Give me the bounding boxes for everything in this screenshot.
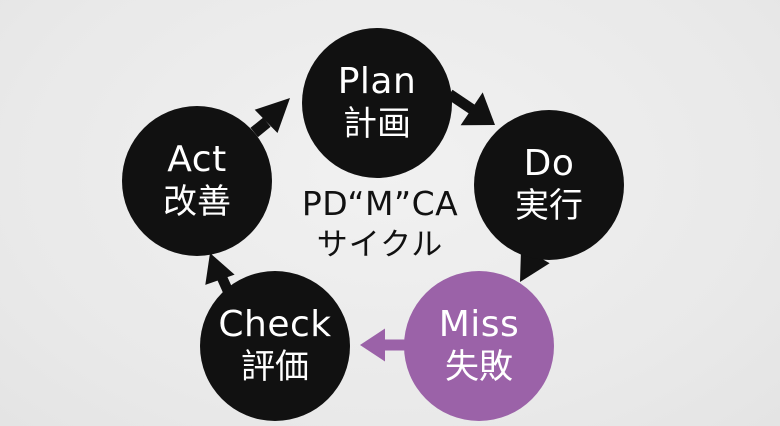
node-check-label-ja: 評価 xyxy=(241,347,309,387)
node-plan-label-ja: 計画 xyxy=(343,104,411,144)
node-plan: Plan 計画 xyxy=(302,28,452,178)
node-plan-label-en: Plan xyxy=(337,61,417,102)
cycle-title: PD“M”CA サイクル xyxy=(270,184,490,266)
node-do-label-ja: 実行 xyxy=(515,186,583,226)
node-do-label-en: Do xyxy=(523,143,575,184)
node-miss: Miss 失敗 xyxy=(404,271,554,421)
node-act-label-en: Act xyxy=(167,139,227,180)
arrow-act-to-plan xyxy=(250,98,290,138)
node-check-label-en: Check xyxy=(218,304,332,345)
arrow-miss-to-check xyxy=(360,328,405,362)
cycle-title-line1: PD“M”CA xyxy=(301,184,459,223)
node-act-label-ja: 改善 xyxy=(163,182,231,222)
arrow-plan-to-do xyxy=(446,89,495,126)
cycle-title-line2: サイクル xyxy=(316,227,444,263)
node-act: Act 改善 xyxy=(122,106,272,256)
node-do: Do 実行 xyxy=(474,110,624,260)
node-check: Check 評価 xyxy=(200,271,350,421)
node-miss-label-ja: 失敗 xyxy=(445,347,513,387)
node-miss-label-en: Miss xyxy=(438,304,520,345)
